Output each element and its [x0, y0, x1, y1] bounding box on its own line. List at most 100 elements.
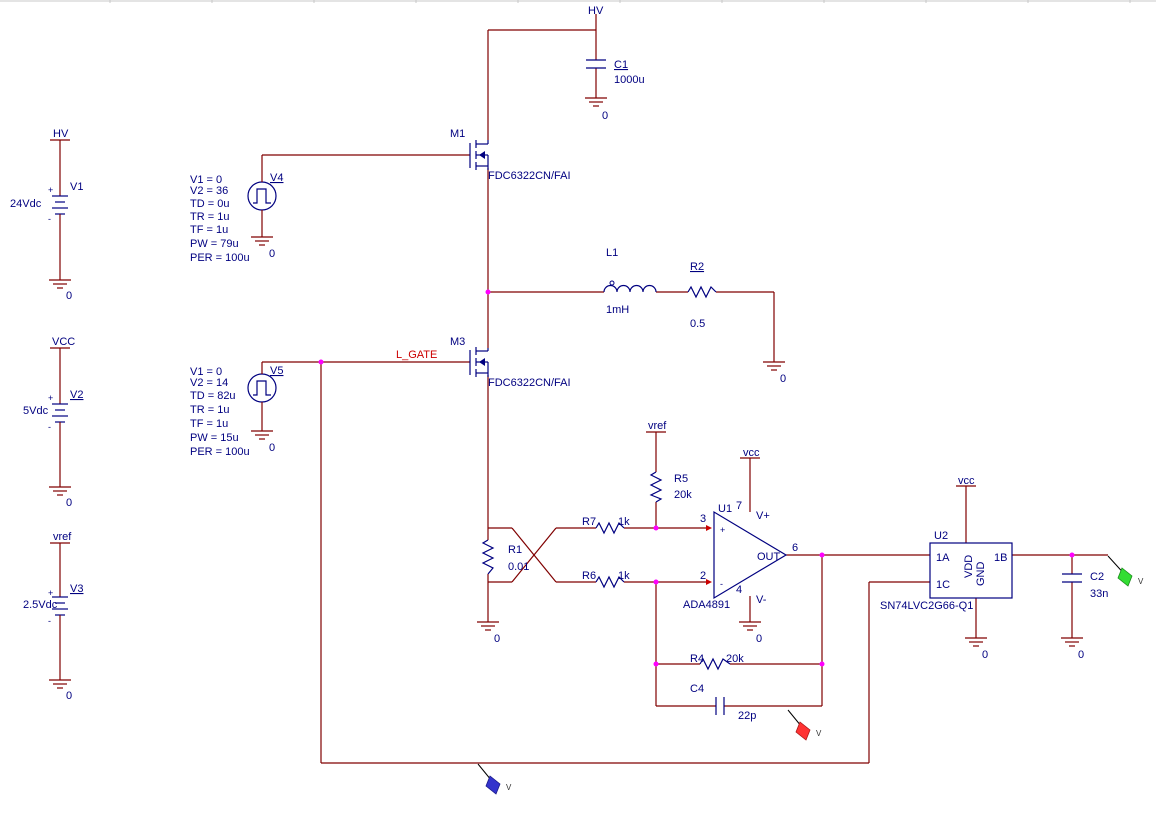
- probe-blue-label: V: [506, 783, 512, 792]
- source-v3-name: V3: [70, 583, 83, 595]
- source-v5-param: TD = 82u: [190, 390, 236, 402]
- capacitor-c2-name: C2: [1090, 571, 1104, 583]
- voltage-probe-red[interactable]: V: [787, 709, 822, 741]
- source-v4-param: V2 = 36: [190, 185, 228, 197]
- opamp-pin-minus: 2: [700, 570, 706, 582]
- inductor-l1-value: 1mH: [606, 304, 629, 316]
- switch-u2[interactable]: U2 SN74LVC2G66-Q1 1A 1C 1B VDD GND vcc 0: [880, 475, 1013, 661]
- source-v5-name: V5: [270, 365, 283, 377]
- gnd-label: 0: [756, 633, 762, 645]
- header-grid: [0, 0, 1156, 3]
- source-v5-param: TR = 1u: [190, 404, 229, 416]
- source-v4[interactable]: 0 V4 V1 = 0 V2 = 36 TD = 0u TR = 1u TF =…: [190, 155, 283, 264]
- source-v1-name: V1: [70, 181, 83, 193]
- svg-text:-: -: [48, 214, 51, 224]
- net-label-vref: vref: [648, 420, 667, 432]
- opamp-pin-out: 6: [792, 542, 798, 554]
- resistor-r4-name: R4: [690, 653, 704, 665]
- source-v3[interactable]: vref + - V3 2.5Vdc 0: [23, 531, 83, 702]
- gnd-label: 0: [66, 497, 72, 509]
- voltage-probe-green[interactable]: V: [1107, 555, 1144, 587]
- opamp-sym-plus: +: [720, 525, 725, 535]
- resistor-r7-name: R7: [582, 516, 596, 528]
- resistor-r7-value: 1k: [618, 516, 630, 528]
- opamp-label-out: OUT: [757, 551, 781, 563]
- source-v4-param: TR = 1u: [190, 211, 229, 223]
- resistor-r1-name: R1: [508, 544, 522, 556]
- source-v4-param: TF = 1u: [190, 224, 228, 236]
- resistor-r1[interactable]: R1 0.01: [481, 539, 529, 575]
- opamp-pin-vn: 4: [736, 584, 742, 596]
- source-v5-param: TF = 1u: [190, 418, 228, 430]
- gnd-label: 0: [602, 110, 608, 122]
- mosfet-m1-part: FDC6322CN/FAI: [488, 170, 571, 182]
- source-v3-value: 2.5Vdc: [23, 599, 58, 611]
- net-label-vcc: VCC: [52, 336, 75, 348]
- svg-text:+: +: [48, 185, 53, 195]
- switch-pin-1a: 1A: [936, 552, 950, 564]
- resistor-r6-name: R6: [582, 570, 596, 582]
- svg-text:+: +: [48, 393, 53, 403]
- source-v5-param: PER = 100u: [190, 446, 250, 458]
- net-label-hv-top: HV: [588, 5, 604, 17]
- resistor-r2[interactable]: R2 0.5: [687, 261, 717, 330]
- resistor-r4[interactable]: R4 20k: [690, 653, 744, 671]
- resistor-r7[interactable]: R7 1k: [582, 516, 630, 535]
- opamp-label-vn: V-: [756, 594, 767, 606]
- wires: [262, 14, 1108, 764]
- resistor-r6[interactable]: R6 1k: [582, 570, 630, 589]
- mosfet-m1-name: M1: [450, 128, 465, 140]
- opamp-label-vp: V+: [756, 510, 770, 522]
- mosfet-m3-part: FDC6322CN/FAI: [488, 377, 571, 389]
- voltage-probe-blue[interactable]: V: [477, 763, 512, 795]
- resistor-r5-name: R5: [674, 473, 688, 485]
- gnd-label: 0: [494, 633, 500, 645]
- net-label-vcc-u2: vcc: [958, 475, 975, 487]
- source-v2[interactable]: VCC + - V2 5Vdc 0: [23, 336, 83, 509]
- gnd-label: 0: [66, 290, 72, 302]
- net-label-hv: HV: [53, 128, 69, 140]
- gnd-label: 0: [780, 373, 786, 385]
- net-label-l-gate: L_GATE: [396, 349, 437, 361]
- inductor-l1[interactable]: L1 1mH: [603, 247, 657, 316]
- opamp-u1-name: U1: [718, 503, 732, 515]
- gnd-label: 0: [982, 649, 988, 661]
- capacitor-c4[interactable]: C4 22p: [690, 683, 756, 722]
- switch-pin-gnd: GND: [975, 562, 987, 587]
- mosfet-m3-name: M3: [450, 336, 465, 348]
- resistor-r2-value: 0.5: [690, 318, 705, 330]
- source-v5-param: PW = 15u: [190, 432, 239, 444]
- probe-green-label: V: [1138, 577, 1144, 586]
- mosfet-m3[interactable]: L_GATE M3 FDC6322CN/FAI: [396, 336, 571, 389]
- gnd-label: 0: [1078, 649, 1084, 661]
- source-v4-param: TD = 0u: [190, 198, 229, 210]
- source-v5-param: V1 = 0: [190, 366, 222, 378]
- capacitor-c1[interactable]: HV C1 1000u 0: [584, 5, 645, 122]
- capacitor-c1-name: C1: [614, 59, 628, 71]
- switch-pin-vdd: VDD: [963, 555, 975, 578]
- probe-red-label: V: [816, 729, 822, 738]
- net-label-vcc-u1: vcc: [743, 447, 760, 459]
- resistor-r5[interactable]: vref R5 20k: [646, 420, 692, 503]
- source-v5[interactable]: 0 V5 V1 = 0 V2 = 14 TD = 82u TR = 1u TF …: [190, 362, 283, 458]
- mosfet-m1[interactable]: M1 FDC6322CN/FAI: [450, 128, 571, 182]
- gnd-label: 0: [269, 442, 275, 454]
- opamp-u1[interactable]: U1 ADA4891 3 2 6 7 4 + - V+ V- OUT vcc 0: [683, 447, 798, 645]
- source-v1[interactable]: HV + - V1 24Vdc 0: [10, 128, 83, 302]
- opamp-u1-part: ADA4891: [683, 599, 730, 611]
- net-label-vref-source: vref: [53, 531, 72, 543]
- source-v1-value: 24Vdc: [10, 198, 42, 210]
- gnd-label: 0: [66, 690, 72, 702]
- capacitor-c2-value: 33n: [1090, 588, 1108, 600]
- switch-pin-1c: 1C: [936, 579, 950, 591]
- capacitor-c1-value: 1000u: [614, 74, 645, 86]
- switch-u2-name: U2: [934, 530, 948, 542]
- ground-r1: 0: [476, 621, 500, 645]
- source-v4-param: V1 = 0: [190, 174, 222, 186]
- junctions: [318, 289, 1075, 667]
- capacitor-c2[interactable]: C2 33n 0: [1060, 571, 1108, 661]
- source-v4-name: V4: [270, 172, 283, 184]
- resistor-r2-name: R2: [690, 261, 704, 273]
- switch-u2-part: SN74LVC2G66-Q1: [880, 600, 973, 612]
